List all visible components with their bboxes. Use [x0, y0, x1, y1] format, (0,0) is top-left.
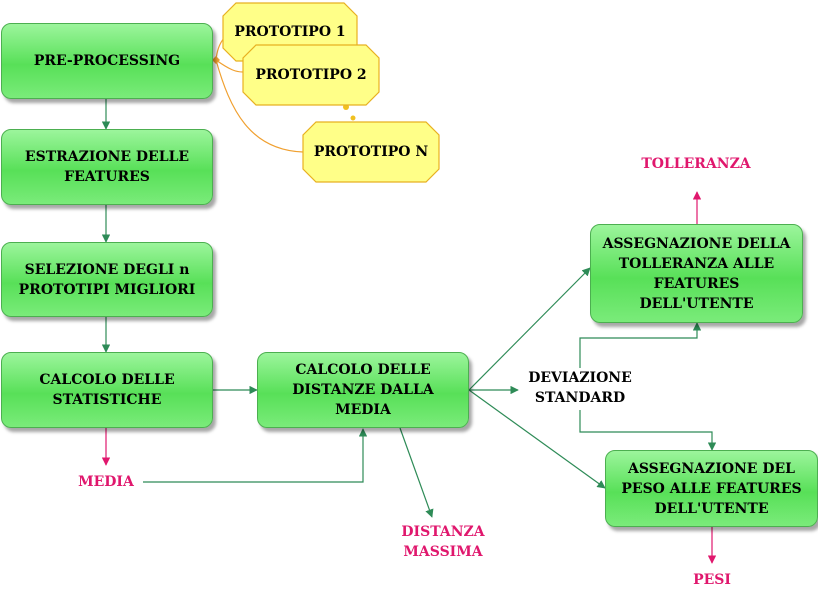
estrazione-features-box: ESTRAZIONE DELLE FEATURES — [1, 129, 213, 205]
connector-prototipo-n — [215, 59, 304, 153]
arrow-deviazione-to-tolleranza — [579, 322, 702, 368]
deviazione-standard-label: DEVIAZIONE STANDARD — [528, 370, 632, 406]
connector-dot-3 — [350, 115, 356, 121]
assegnazione-tolleranza-box: ASSEGNAZIONE DELLA TOLLERANZA ALLE FEATU… — [590, 224, 803, 323]
prototipo-1-label: PROTOTIPO 1 — [234, 24, 346, 40]
prototipo-2-shape: PROTOTIPO 2 — [242, 44, 380, 106]
preprocessing-label: PRE-PROCESSING — [33, 53, 181, 69]
arrow-deviazione-to-peso — [579, 410, 717, 451]
assegnazione-tolleranza-label: ASSEGNAZIONE DELLA TOLLERANZA ALLE FEATU… — [602, 235, 791, 312]
prototipo-n-shape: PROTOTIPO N — [302, 121, 440, 183]
calcolo-statistiche-label: CALCOLO DELLE STATISTICHE — [39, 372, 175, 408]
assegnazione-peso-label: ASSEGNAZIONE DEL PESO ALLE FEATURES DELL… — [621, 460, 802, 517]
selezione-prototipi-label: SELEZIONE DEGLI n PROTOTIPI MIGLIORI — [18, 261, 196, 298]
pesi-label: PESI — [693, 572, 731, 588]
connector-diamond — [212, 56, 220, 64]
arrow-distanze-to-peso — [468, 389, 606, 489]
arrow-distanze-to-tolleranza — [468, 267, 591, 391]
distanza-massima-label: DISTANZA MASSIMA — [401, 524, 485, 560]
prototipo-2-label: PROTOTIPO 2 — [255, 67, 367, 83]
preprocessing-box: PRE-PROCESSING — [1, 23, 213, 99]
estrazione-features-label: ESTRAZIONE DELLE FEATURES — [24, 149, 190, 185]
selezione-prototipi-box: SELEZIONE DEGLI n PROTOTIPI MIGLIORI — [1, 242, 213, 317]
calcolo-distanze-label: CALCOLO DELLE DISTANZE DALLA MEDIA — [292, 362, 434, 418]
arrow-distanze-to-distmax — [399, 427, 434, 518]
calcolo-distanze-box: CALCOLO DELLE DISTANZE DALLA MEDIA — [257, 352, 469, 428]
connector-prototipo-2 — [215, 59, 244, 73]
calcolo-statistiche-box: CALCOLO DELLE STATISTICHE — [1, 352, 213, 428]
tolleranza-label: TOLLERANZA — [641, 156, 751, 172]
arrow-media-to-distanze — [143, 428, 368, 483]
assegnazione-peso-box: ASSEGNAZIONE DEL PESO ALLE FEATURES DELL… — [605, 450, 818, 527]
media-label: MEDIA — [78, 474, 134, 490]
prototipo-n-label: PROTOTIPO N — [313, 144, 429, 160]
